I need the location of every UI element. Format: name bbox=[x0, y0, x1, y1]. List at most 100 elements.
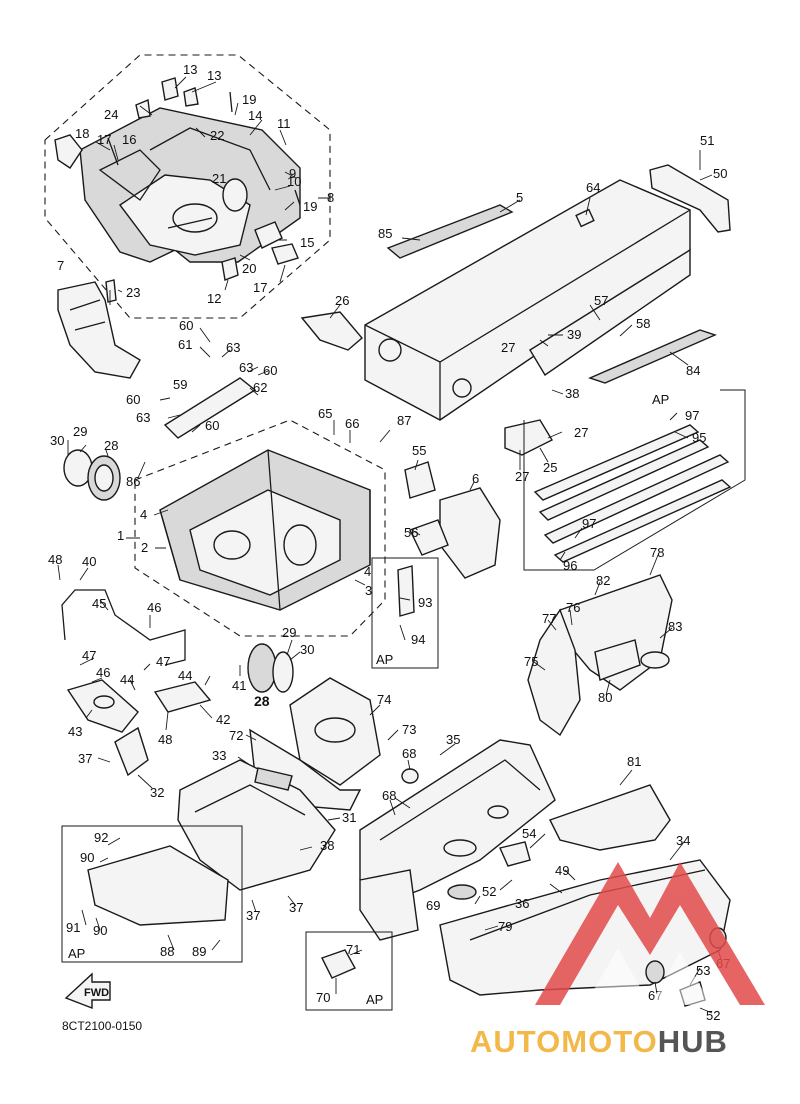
parts-28-30-left bbox=[63, 449, 121, 501]
callout-label: 63 bbox=[226, 340, 240, 355]
callout-label: 38 bbox=[565, 386, 579, 401]
callout-label: 48 bbox=[48, 552, 62, 567]
bracket-54 bbox=[499, 841, 531, 867]
part-6 bbox=[439, 487, 501, 579]
callout-label: 47 bbox=[156, 654, 170, 669]
callout-label: 11 bbox=[277, 116, 291, 131]
cover-31 bbox=[177, 759, 336, 891]
callout-label: 19 bbox=[303, 199, 317, 214]
callout-label: 68 bbox=[402, 746, 416, 761]
ap-box-underguard bbox=[61, 825, 243, 963]
callout-label: 61 bbox=[178, 337, 192, 352]
bracket-55 bbox=[404, 461, 436, 499]
callout-label: 14 bbox=[248, 108, 262, 123]
callout-label: 63 bbox=[239, 360, 253, 375]
callout-label: 38 bbox=[320, 838, 334, 853]
callout-label: 47 bbox=[82, 648, 96, 663]
leader-lines bbox=[57, 76, 723, 1014]
callout-label: 32 bbox=[150, 785, 164, 800]
bracket-25 bbox=[504, 419, 553, 456]
callout-label: 81 bbox=[627, 754, 641, 769]
callout-label: 46 bbox=[147, 600, 161, 615]
callout-label: 37 bbox=[78, 751, 92, 766]
ap-box-93-94 bbox=[371, 557, 439, 669]
callout-label: 39 bbox=[567, 327, 581, 342]
callout-label: 20 bbox=[242, 261, 256, 276]
callout-label: 71 bbox=[346, 942, 360, 957]
callout-label: 42 bbox=[216, 712, 230, 727]
strip-84 bbox=[588, 329, 717, 384]
ap-label: AP bbox=[68, 946, 85, 961]
bracket-32 bbox=[114, 726, 149, 777]
callout-label: 51 bbox=[700, 133, 714, 148]
callout-label: 53 bbox=[696, 963, 710, 978]
callout-label: 95 bbox=[692, 430, 706, 445]
callout-label: 19 bbox=[242, 92, 256, 107]
ap-label: AP bbox=[366, 992, 383, 1007]
callout-label: 76 bbox=[566, 600, 580, 615]
frame-beam-5 bbox=[364, 179, 691, 421]
callout-label: 52 bbox=[706, 1008, 720, 1023]
callout-label: 8 bbox=[327, 190, 334, 205]
fwd-arrow: FWD bbox=[64, 972, 111, 1010]
watermark-logo bbox=[535, 862, 765, 1005]
callout-label: 89 bbox=[192, 944, 206, 959]
callout-label: 52 bbox=[482, 884, 496, 899]
callout-label: 90 bbox=[93, 923, 107, 938]
callout-label: 12 bbox=[207, 291, 221, 306]
callout-label: 86 bbox=[126, 474, 140, 489]
callout-label: 60 bbox=[179, 318, 193, 333]
watermark-text: AUTOMOTOHUB bbox=[470, 1024, 728, 1059]
callout-label: 44 bbox=[178, 668, 192, 683]
callout-label: 82 bbox=[596, 573, 610, 588]
bracket-7 bbox=[57, 279, 141, 379]
callout-label: 68 bbox=[382, 788, 396, 803]
callout-label: 43 bbox=[68, 724, 82, 739]
callout-label: 65 bbox=[318, 406, 332, 421]
callout-label: 2 bbox=[141, 540, 148, 555]
callout-label: 18 bbox=[75, 126, 89, 141]
callout-label: 22 bbox=[210, 128, 224, 143]
callout-label: 48 bbox=[158, 732, 172, 747]
callout-label: 16 bbox=[122, 132, 136, 147]
frame-subassembly-group bbox=[44, 54, 331, 319]
callout-label: 33 bbox=[212, 748, 226, 763]
callout-label: 60 bbox=[126, 392, 140, 407]
callout-label: 6 bbox=[472, 471, 479, 486]
callout-label: 25 bbox=[543, 460, 557, 475]
bracket-50 bbox=[649, 164, 731, 233]
callout-numbers: 13 13 19 24 22 14 11 18 17 16 9 21 10 19… bbox=[48, 62, 730, 1023]
callout-label: 97 bbox=[582, 516, 596, 531]
callout-label: 36 bbox=[515, 896, 529, 911]
callout-label: 9 bbox=[289, 166, 296, 181]
callout-label: 63 bbox=[136, 410, 150, 425]
fwd-label: FWD bbox=[84, 987, 109, 999]
ap-box-runners bbox=[523, 389, 746, 571]
callout-label: 3 bbox=[365, 583, 372, 598]
callout-label: 41 bbox=[232, 678, 246, 693]
callout-label: 96 bbox=[563, 558, 577, 573]
callout-label: 97 bbox=[685, 408, 699, 423]
cap-68 bbox=[401, 768, 419, 784]
callout-label: 35 bbox=[446, 732, 460, 747]
callout-label: 70 bbox=[316, 990, 330, 1005]
callout-label: 54 bbox=[522, 826, 536, 841]
callout-label: 40 bbox=[82, 554, 96, 569]
callout-label: 78 bbox=[650, 545, 664, 560]
callout-label: 74 bbox=[377, 692, 391, 707]
callout-label: 88 bbox=[160, 944, 174, 959]
callout-label: 77 bbox=[542, 611, 556, 626]
callout-label: 13 bbox=[183, 62, 197, 77]
callout-label: 58 bbox=[636, 316, 650, 331]
callout-label: 62 bbox=[253, 380, 267, 395]
callout-label: 21 bbox=[212, 171, 226, 186]
callout-label: 31 bbox=[342, 810, 356, 825]
callout-label: 59 bbox=[173, 377, 187, 392]
parts-28-30-center bbox=[247, 643, 294, 693]
callout-label: 29 bbox=[73, 424, 87, 439]
callout-label: 24 bbox=[104, 107, 118, 122]
ap-label: AP bbox=[652, 392, 669, 407]
callout-label: 60 bbox=[205, 418, 219, 433]
guard-40 bbox=[61, 589, 186, 666]
